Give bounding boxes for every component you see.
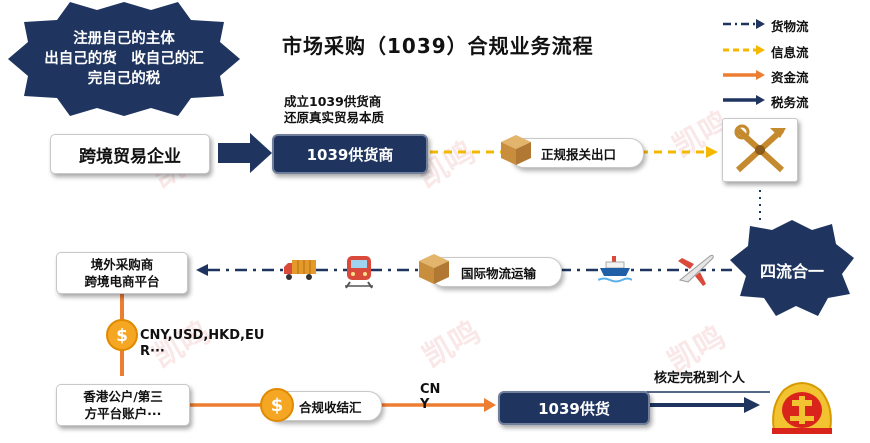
legend-funds: 资金流 — [771, 70, 809, 85]
cny-label: CN Y — [420, 382, 440, 412]
svg-text:$: $ — [271, 395, 284, 416]
train-icon — [345, 256, 373, 289]
account-line: 香港公户/第三 — [83, 389, 163, 404]
account-box: 香港公户/第三 方平台账户··· — [56, 384, 190, 426]
slogan-line: 注册自己的主体 — [73, 31, 175, 47]
legend-info: 信息流 — [771, 45, 809, 60]
truck-icon — [284, 260, 316, 280]
page-title: 市场采购（1039）合规业务流程 — [282, 34, 594, 58]
svg-text:$: $ — [116, 326, 128, 346]
slogan-text: 注册自己的主体 出自己的货 收自己的汇 完自己的税 — [6, 0, 242, 118]
logistics-pill: 国际物流运输 — [419, 254, 562, 287]
box-icon — [499, 133, 533, 170]
four-flows-seal — [730, 220, 854, 316]
coin-icon: $ — [106, 319, 138, 351]
settlement-pill: $ 合规收结汇 — [260, 388, 382, 422]
settlement-label: 合规收结汇 — [299, 399, 362, 415]
legend-tax: 税务流 — [771, 95, 809, 110]
tax-note: 核定完税到个人 — [654, 371, 746, 386]
logistics-label: 国际物流运输 — [461, 265, 537, 281]
currencies-line: R··· — [140, 344, 165, 359]
supplier-bottom-box: 1039供货 — [498, 391, 650, 425]
legend-goods: 货物流 — [771, 19, 809, 34]
supplier-top-label: 1039供货商 — [306, 145, 394, 164]
customs-emblem — [722, 118, 798, 182]
cny-line: Y — [420, 397, 430, 412]
currencies-label: CNY,USD,HKD,EU R··· — [140, 328, 264, 360]
buyer-box: 境外采购商 跨境电商平台 — [56, 252, 188, 294]
customs-emblem-icon — [734, 124, 786, 173]
supplier-bottom-label: 1039供货 — [538, 399, 610, 418]
enterprise-label: 跨境贸易企业 — [79, 146, 181, 167]
enterprise-box: 跨境贸易企业 — [50, 134, 210, 174]
slogan-seal — [8, 2, 240, 116]
supplier-note-line: 还原真实贸易本质 — [284, 110, 385, 125]
customs-export-pill: 正规报关出口 — [501, 135, 644, 168]
supplier-top-box: 1039供货商 — [272, 134, 428, 174]
tax-emblem-icon — [772, 382, 832, 434]
buyer-line: 跨境电商平台 — [84, 274, 160, 289]
box-icon — [417, 252, 451, 289]
enterprise-to-supplier-arrow — [218, 133, 272, 173]
coin-icon: $ — [259, 387, 295, 426]
slogan-line: 完自己的税 — [87, 71, 161, 87]
supplier-note: 成立1039供货商 还原真实贸易本质 — [284, 94, 384, 126]
customs-label: 正规报关出口 — [541, 146, 617, 162]
four-flows-label: 四流合一 — [759, 262, 824, 281]
cny-line: CN — [420, 382, 441, 397]
buyer-line: 境外采购商 — [90, 257, 154, 272]
supplier-note-line: 成立1039供货商 — [284, 94, 382, 109]
slogan-line: 出自己的货 收自己的汇 — [44, 51, 204, 67]
plane-icon — [678, 254, 714, 286]
ship-icon — [598, 256, 632, 283]
account-line: 方平台账户··· — [84, 406, 162, 421]
currencies-line: CNY,USD,HKD,EU — [140, 328, 265, 343]
